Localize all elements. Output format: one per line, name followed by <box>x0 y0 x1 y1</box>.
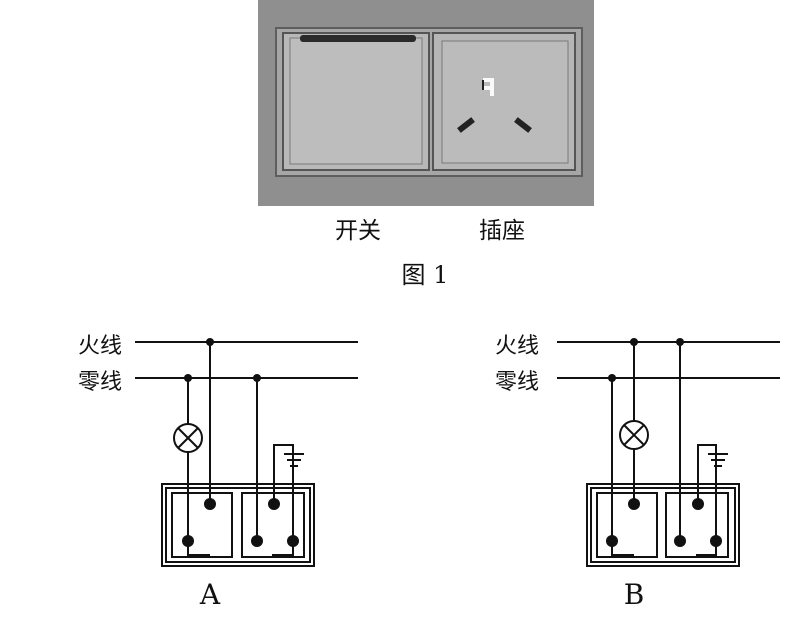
socket-terminal-a <box>251 535 263 547</box>
circuit-b-caption: B <box>624 578 645 611</box>
lamp-symbol-b <box>619 420 649 450</box>
socket-caption: 插座 <box>479 218 525 244</box>
switch-indicator-bar <box>300 35 416 42</box>
switch-box-b <box>596 492 658 558</box>
switch-socket-photo <box>258 0 594 206</box>
socket-terminal-b <box>674 535 686 547</box>
right-slot-icon <box>514 117 532 133</box>
circuit-b-nodes <box>606 338 722 547</box>
socket-box-b <box>665 492 729 558</box>
ground-slot-icon <box>483 78 494 96</box>
box-outer-b <box>586 483 740 567</box>
socket-plate <box>432 32 576 171</box>
circuit-a <box>135 341 358 567</box>
circuit-a-caption: A <box>199 578 221 611</box>
switch-terminal-a <box>204 498 216 510</box>
live-label-b: 火线 <box>495 334 539 359</box>
circuit-a-nodes <box>182 338 299 547</box>
neutral-label-a: 零线 <box>78 370 122 395</box>
ground-symbol-b <box>708 453 728 467</box>
box-outer-a <box>161 483 315 567</box>
left-slot-icon <box>457 117 475 133</box>
socket-box-a <box>241 492 305 558</box>
switch-caption: 开关 <box>335 218 381 244</box>
switch-box-a <box>171 492 233 558</box>
figure-1-caption: 图 1 <box>402 261 449 289</box>
circuit-b <box>557 341 780 567</box>
switch-terminal-b <box>628 498 640 510</box>
ground-symbol-a <box>284 453 304 467</box>
switch-rocker <box>282 32 430 171</box>
neutral-label-b: 零线 <box>495 370 539 395</box>
lamp-symbol-a <box>173 423 203 453</box>
live-label-a: 火线 <box>78 334 122 359</box>
